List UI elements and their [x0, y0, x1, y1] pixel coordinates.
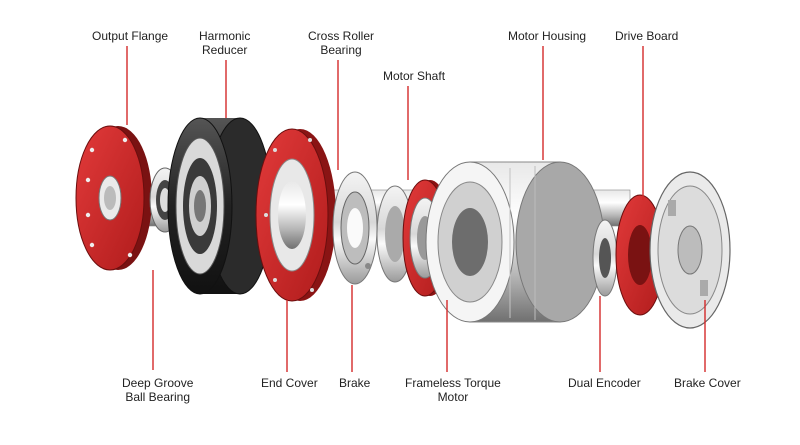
output-flange-part: [75, 125, 152, 271]
cross-roller-bearing-part: [332, 171, 378, 285]
leader-lines: [126, 46, 706, 372]
motor-housing-part: [425, 161, 605, 323]
label-deep-groove-ball-bearing: Deep Groove Ball Bearing: [122, 376, 194, 404]
label-frameless-torque-motor: Frameless Torque Motor: [405, 376, 501, 404]
label-dual-encoder: Dual Encoder: [568, 376, 641, 390]
label-end-cover: End Cover: [261, 376, 318, 390]
end-cover-part: [255, 128, 336, 302]
label-brake: Brake: [339, 376, 371, 390]
brake-cover-part: [649, 171, 731, 329]
label-drive-board: Drive Board: [615, 29, 679, 43]
label-motor-housing: Motor Housing: [508, 29, 587, 43]
harmonic-reducer-part: [167, 117, 273, 295]
label-brake-cover: Brake Cover: [674, 376, 741, 390]
label-harmonic-reducer: Harmonic Reducer: [199, 29, 251, 57]
label-cross-roller-bearing: Cross Roller Bearing: [308, 29, 375, 57]
dual-encoder-part: [592, 219, 618, 297]
label-output-flange: Output Flange: [92, 29, 169, 43]
label-motor-shaft: Motor Shaft: [383, 69, 446, 83]
